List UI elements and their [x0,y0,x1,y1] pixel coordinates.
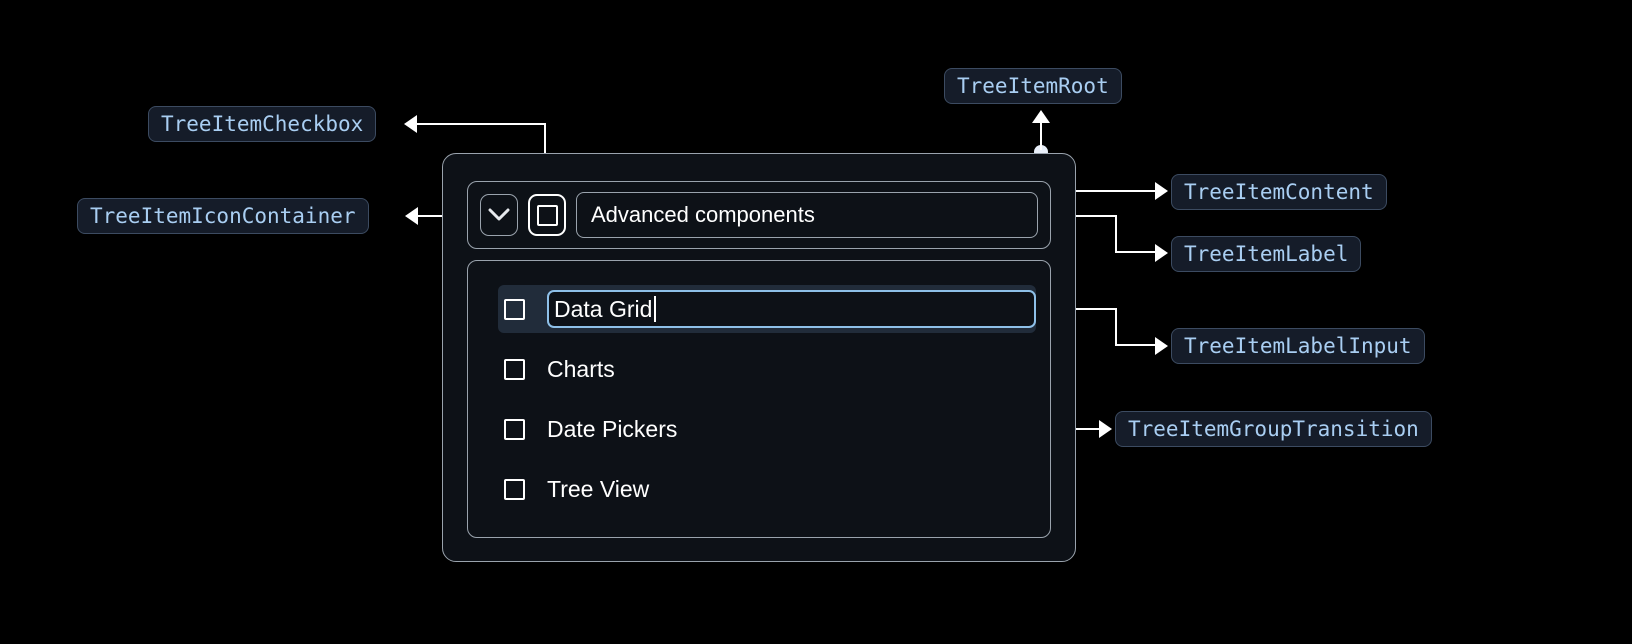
checkbox-icon[interactable] [504,478,525,500]
connector-arrowhead-content [1155,182,1168,200]
tree-item-label-text: Advanced components [591,202,815,227]
annotation-chip-tree-item-icon-container: TreeItemIconContainer [77,198,369,234]
connector-arrowhead-label-input [1155,337,1168,355]
tree-item-row-data-grid[interactable]: Data Grid [498,285,1036,333]
tree-item-label-input-value: Data Grid [554,295,653,322]
checkbox-icon[interactable] [504,298,525,320]
annotation-chip-tree-item-label-input: TreeItemLabelInput [1171,328,1425,364]
tree-item-label-text: Tree View [547,475,650,502]
connector-arrowhead-checkbox [404,115,417,133]
connector-line-root-v [1040,117,1042,150]
annotation-chip-tree-item-content: TreeItemContent [1171,174,1387,210]
chevron-down-icon [488,208,510,221]
connector-line-label-input-h2 [1115,344,1158,346]
annotation-label: TreeItemContent [1184,180,1374,204]
checkbox-icon[interactable] [504,358,525,380]
text-caret [654,296,657,322]
annotation-chip-tree-item-checkbox: TreeItemCheckbox [148,106,377,142]
connector-line-group-transition-h [1053,428,1101,430]
annotation-label: TreeItemRoot [957,74,1109,98]
connector-arrowhead-label [1155,244,1168,262]
connector-line-checkbox-h [417,123,546,125]
tree-item-row-date-pickers[interactable]: Date Pickers [468,405,1050,453]
connector-line-label-input-v [1115,308,1117,346]
connector-line-content-h [1053,190,1158,192]
tree-item-checkbox[interactable] [528,194,566,236]
annotation-label: TreeItemGroupTransition [1128,417,1419,441]
annotation-chip-tree-item-group-transition: TreeItemGroupTransition [1115,411,1432,447]
tree-item-group-transition: Data Grid Charts Date Pickers Tree View [467,260,1051,538]
annotation-label: TreeItemLabel [1184,242,1349,266]
tree-item-label[interactable]: Advanced components [576,192,1038,238]
connector-line-label-v [1115,215,1117,253]
annotation-label: TreeItemCheckbox [161,112,364,136]
connector-line-label-input-h1 [1042,308,1117,310]
tree-item-row-tree-view[interactable]: Tree View [468,465,1050,513]
checkbox-icon[interactable] [504,418,525,440]
tree-item-icon-container[interactable] [480,194,518,236]
annotation-chip-tree-item-root: TreeItemRoot [944,68,1122,104]
tree-item-row-charts[interactable]: Charts [468,345,1050,393]
checkbox-icon [536,204,558,226]
annotation-label: TreeItemLabelInput [1184,334,1412,358]
connector-arrowhead-group-transition [1099,420,1112,438]
connector-line-label-h1 [1042,215,1117,217]
annotation-label: TreeItemIconContainer [90,204,356,228]
connector-line-label-h2 [1115,251,1158,253]
tree-item-label-text: Date Pickers [547,415,678,442]
connector-arrowhead-icon-container [405,207,418,225]
tree-item-root[interactable]: Advanced components Data Grid Charts Dat… [442,153,1076,562]
annotation-chip-tree-item-label: TreeItemLabel [1171,236,1362,272]
tree-item-label-text: Charts [547,355,615,382]
tree-item-label-input[interactable]: Data Grid [547,290,1036,328]
tree-item-content[interactable]: Advanced components [467,181,1051,249]
connector-arrowhead-root [1032,110,1050,123]
